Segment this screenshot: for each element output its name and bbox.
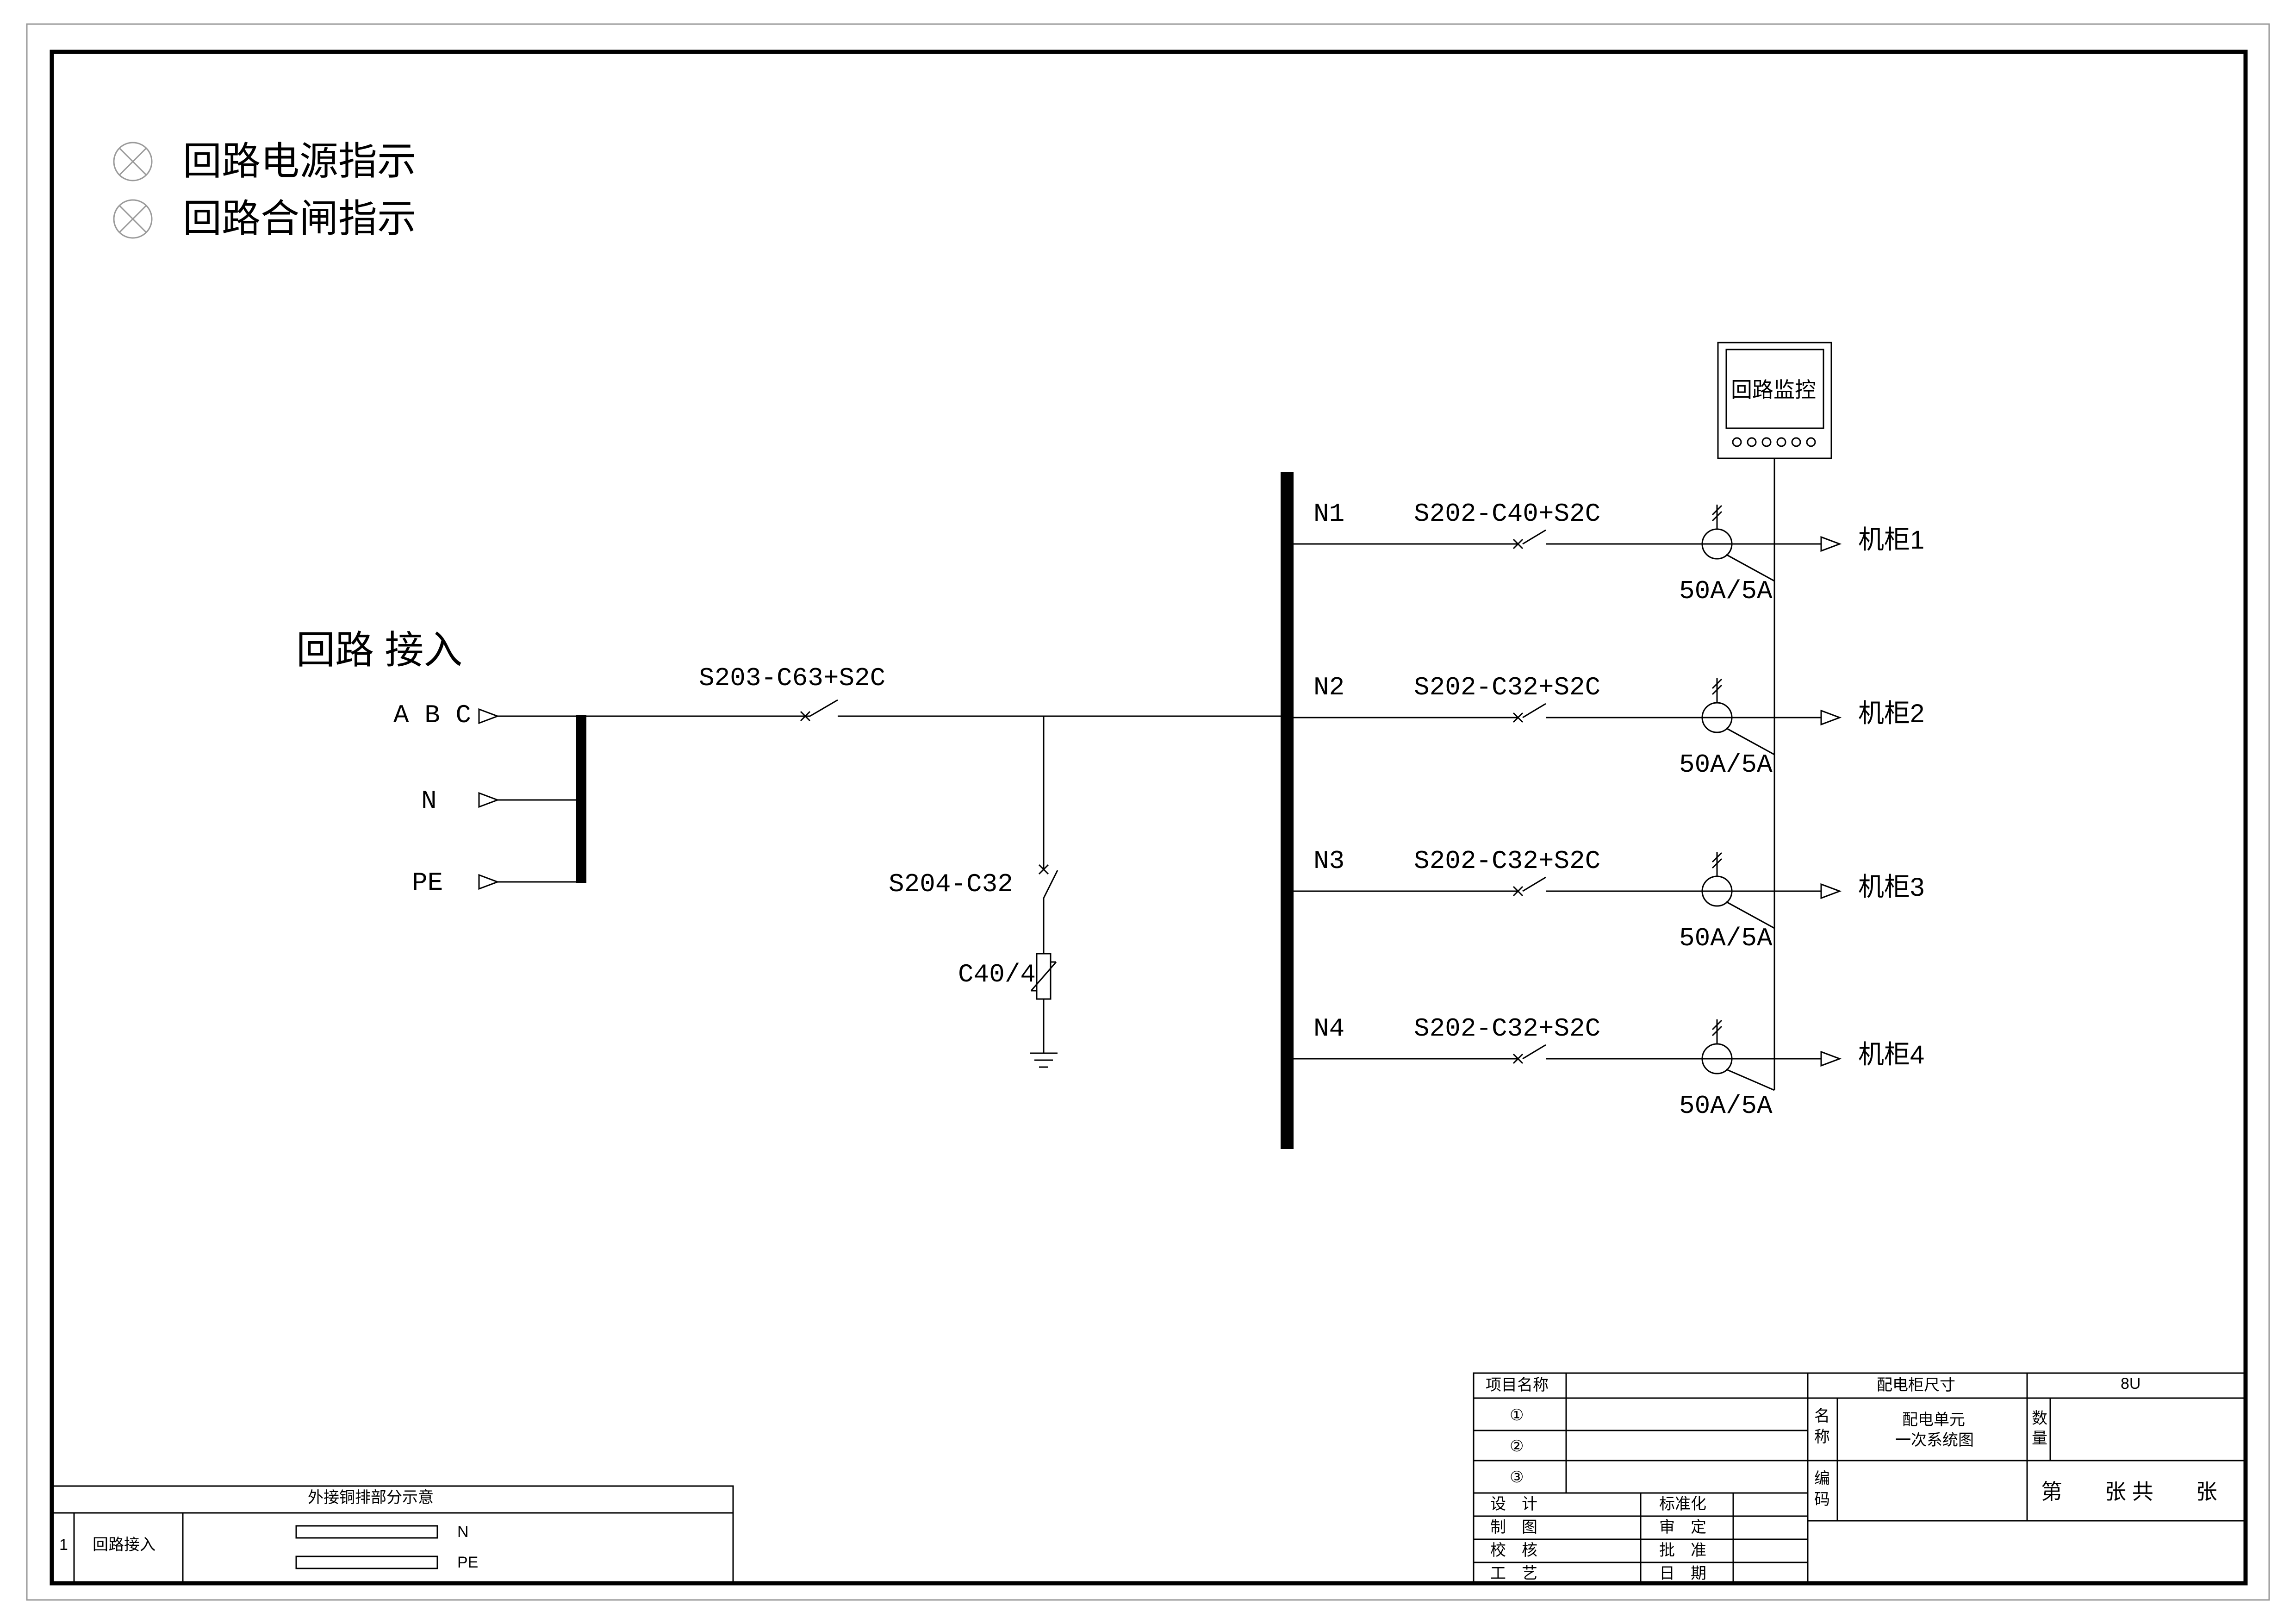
ground-icon	[1030, 1052, 1058, 1068]
incoming-busbar	[576, 715, 586, 883]
copper-table-row-name: 回路接入	[93, 1536, 156, 1554]
title-row-2: ②	[1510, 1437, 1524, 1455]
closing-indicator-lamp-icon	[113, 199, 153, 239]
qty-label-1: 数	[2032, 1410, 2047, 1427]
distribution-busbar	[1281, 472, 1294, 1149]
branch-ct-label: 50A/5A	[1679, 750, 1773, 780]
current-transformer-icon	[1701, 505, 1775, 582]
legend: 回路电源指示 回路合闸指示	[113, 139, 416, 240]
main-breaker-label: S203-C63+S2C	[699, 663, 885, 693]
role-check: 校 核	[1490, 1542, 1537, 1559]
branch-id: N2	[1313, 673, 1344, 702]
branch-load-label: 机柜4	[1858, 1040, 1924, 1069]
copper-bar-pe	[295, 1555, 438, 1569]
branch-ct-label: 50A/5A	[1679, 576, 1773, 606]
name-value-2: 一次系统图	[1895, 1431, 1974, 1449]
qty-label-2: 量	[2032, 1430, 2047, 1447]
spd-breaker-icon	[1038, 864, 1058, 899]
branch-n3: N3 S202-C32+S2C 50A/5A 机柜3	[1294, 846, 1924, 953]
phase-label-abc: A B C	[393, 700, 471, 730]
drawing-frame	[50, 50, 2248, 1586]
branch-breaker-label: S202-C40+S2C	[1414, 499, 1600, 529]
load-arrow-icon	[1820, 709, 1842, 726]
branch-load-label: 机柜2	[1858, 699, 1924, 728]
code-label-2: 码	[1814, 1491, 1830, 1508]
power-indicator-lamp-icon	[113, 142, 153, 181]
monitor-label: 回路监控	[1731, 378, 1816, 402]
load-arrow-icon	[1820, 1050, 1842, 1067]
legend-label-power: 回路电源指示	[183, 139, 416, 183]
cabinet-size-label: 配电柜尺寸	[1877, 1376, 1955, 1394]
incoming-arrow-pe-icon	[478, 874, 500, 890]
title-block: 项目名称 ① ② ③ 设 计 制 图 校 核 工 艺 标准化 审 定 批 准 日…	[1473, 1372, 2246, 1584]
incoming-arrow-n-icon	[478, 792, 500, 808]
role-drawing: 制 图	[1490, 1518, 1537, 1536]
circuit-monitor: 回路监控	[1717, 342, 1832, 459]
monitor-buttons-icon	[1732, 437, 1816, 447]
branch-breaker-icon	[1512, 529, 1546, 550]
branch-breaker-label: S202-C32+S2C	[1414, 673, 1600, 702]
branch-n1: N1 S202-C40+S2C 50A/5A 机柜1	[1294, 499, 1924, 606]
branch-id: N3	[1313, 846, 1344, 876]
branch-ct-label: 50A/5A	[1679, 1091, 1773, 1121]
branch-load-label: 机柜1	[1858, 525, 1924, 554]
branch-breaker-icon	[1512, 703, 1546, 723]
branch-ct-label: 50A/5A	[1679, 924, 1773, 953]
load-arrow-icon	[1820, 536, 1842, 552]
branch-id: N1	[1313, 499, 1344, 529]
branch-id: N4	[1313, 1014, 1344, 1043]
phase-label-pe: PE	[412, 868, 443, 898]
copper-table-row-no: 1	[59, 1536, 68, 1554]
outer-border	[26, 23, 2270, 1601]
branch-load-label: 机柜3	[1858, 872, 1924, 901]
project-name-label: 项目名称	[1486, 1376, 1549, 1394]
copper-bar-n	[295, 1525, 438, 1539]
copper-bar-table: 外接铜排部分示意 1 回路接入 N PE	[51, 1485, 734, 1584]
current-transformer-icon	[1701, 1019, 1775, 1091]
approval-standard: 标准化	[1659, 1495, 1706, 1513]
incoming-arrow-abc-icon	[478, 708, 500, 725]
load-arrow-icon	[1820, 883, 1842, 899]
spd-breaker-label: S204-C32	[889, 869, 1013, 899]
main-breaker-icon	[800, 699, 838, 722]
approval-approve: 批 准	[1659, 1542, 1706, 1559]
current-transformer-icon	[1701, 678, 1775, 756]
code-label-1: 编	[1814, 1470, 1830, 1487]
spd-label: C40/4	[958, 960, 1036, 989]
approval-review: 审 定	[1659, 1518, 1706, 1536]
role-process: 工 艺	[1490, 1565, 1537, 1582]
copper-bar-n-label: N	[457, 1523, 469, 1541]
branch-breaker-icon	[1512, 876, 1546, 897]
branch-breaker-label: S202-C32+S2C	[1414, 846, 1600, 876]
branch-breaker-label: S202-C32+S2C	[1414, 1014, 1600, 1043]
current-transformer-icon	[1701, 852, 1775, 929]
branch-n4: N4 S202-C32+S2C 50A/5A 机柜4	[1294, 1014, 1924, 1121]
name-value-1: 配电单元	[1902, 1411, 1965, 1429]
name-label-2: 称	[1814, 1428, 1830, 1446]
title-row-1: ①	[1510, 1406, 1524, 1424]
branch-n2: N2 S202-C32+S2C 50A/5A 机柜2	[1294, 673, 1924, 780]
sheet-number: 第 张 共 张	[2041, 1480, 2217, 1504]
name-label-1: 名	[1814, 1407, 1830, 1425]
copper-table-title: 外接铜排部分示意	[308, 1489, 434, 1506]
incoming-section: 回路 接入 A B C N PE S203-C63+S2C S204-C32	[296, 628, 1285, 1068]
cabinet-size-value: 8U	[2121, 1375, 2140, 1393]
title-row-3: ③	[1510, 1468, 1524, 1486]
legend-label-closing: 回路合闸指示	[183, 197, 416, 240]
approval-date: 日 期	[1659, 1565, 1706, 1582]
branch-breaker-icon	[1512, 1044, 1546, 1064]
role-design: 设 计	[1490, 1495, 1537, 1513]
phase-label-n: N	[421, 786, 437, 816]
incoming-title: 回路 接入	[296, 628, 462, 672]
copper-bar-pe-label: PE	[457, 1554, 478, 1571]
